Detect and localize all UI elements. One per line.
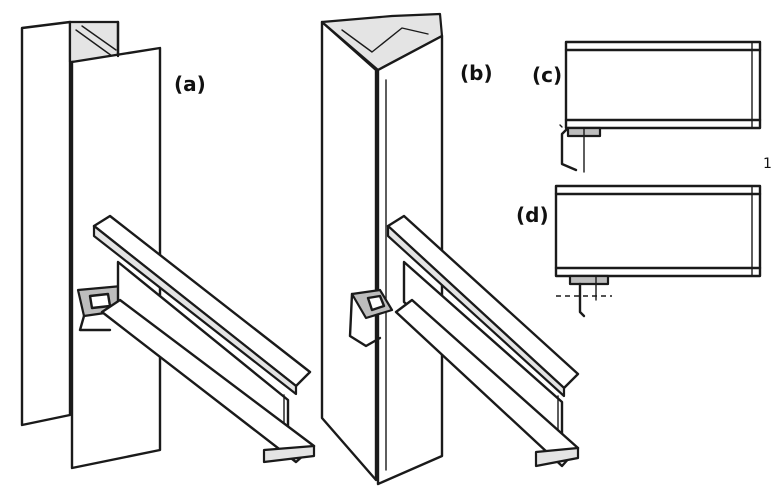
seat-angle-b-hole <box>366 294 386 312</box>
label-c: (c) <box>532 63 562 87</box>
beam-d-elevation <box>554 184 762 278</box>
column-b-side-flange <box>320 20 378 482</box>
label-a: (a) <box>174 72 206 96</box>
figure-c: (c) 1 <box>532 40 772 173</box>
figure-a: (a) <box>20 20 316 470</box>
beam-a-bottom-flange-end <box>262 444 316 464</box>
seat-angle-c-vertical <box>560 126 578 172</box>
beam-c-elevation <box>564 40 762 130</box>
column-a-back-flange <box>20 20 72 427</box>
seat-angle-a-hole <box>88 292 112 310</box>
beam-a-top-flange-edge <box>92 224 298 396</box>
column-a-front-flange <box>70 46 162 470</box>
label-b: (b) <box>460 61 493 85</box>
label-d: (d) <box>516 203 549 227</box>
seat-angle-b-leg <box>348 292 382 348</box>
side-mark: 1 <box>763 156 772 172</box>
figure-b: (b) <box>320 12 580 486</box>
column-b-top-hatch <box>341 27 429 53</box>
column-b-top <box>320 12 444 72</box>
seat-angle-c-mark <box>559 124 563 128</box>
seat-tee-d-stem <box>578 282 586 318</box>
column-a-web-hatch-2 <box>81 25 117 51</box>
seat-tee-d-flange <box>568 274 610 286</box>
column-b-front-flange <box>376 34 444 486</box>
beam-b-bottom-flange-end <box>534 446 580 468</box>
column-a-web-hatch <box>75 29 113 57</box>
figure-d: (d) <box>516 184 762 318</box>
seat-angle-a-leg <box>78 314 112 332</box>
beam-b-top-flange-edge <box>386 224 566 398</box>
